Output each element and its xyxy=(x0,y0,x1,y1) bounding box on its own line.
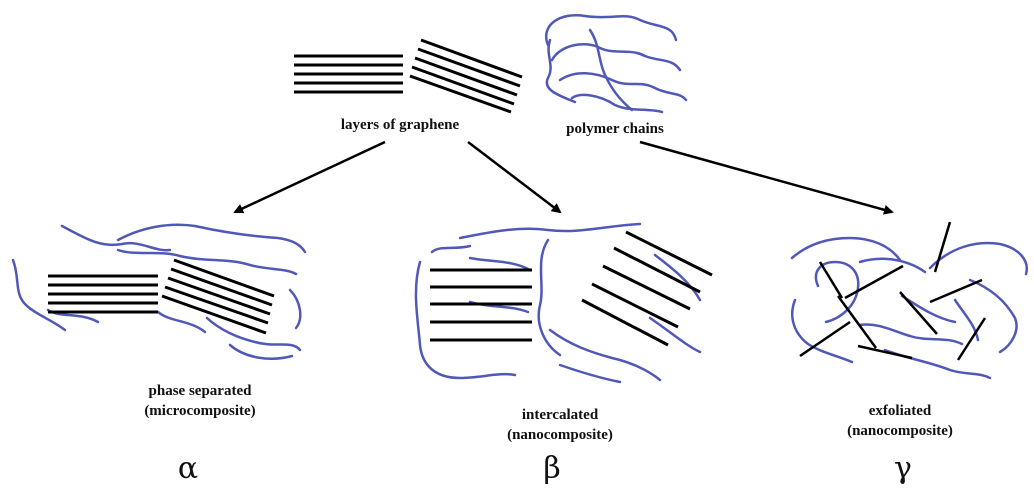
beta-label-line2: (nanocomposite) xyxy=(480,426,640,445)
gamma-label-line2: (nanocomposite) xyxy=(820,422,980,441)
alpha-label-line2: (microcomposite) xyxy=(110,402,290,421)
label-polymer-chains: polymer chains xyxy=(540,120,690,139)
arrow-to-beta xyxy=(468,142,560,212)
gamma-graphene-sheets xyxy=(800,222,985,360)
graphene-stack-horizontal xyxy=(294,56,403,92)
label-layers-of-graphene: layers of graphene xyxy=(300,116,500,135)
arrow-to-gamma xyxy=(640,142,892,212)
greek-gamma: γ xyxy=(873,452,933,486)
graphene-stack-tilted xyxy=(410,40,522,112)
gamma-label-line1: exfoliated xyxy=(830,402,970,421)
alpha-label-line1: phase separated xyxy=(110,382,290,401)
beta-graphene-tilted xyxy=(582,232,712,345)
alpha-graphene-horizontal xyxy=(48,276,158,312)
beta-label-line1: intercalated xyxy=(490,406,630,425)
greek-alpha: α xyxy=(158,452,218,486)
greek-beta: β xyxy=(522,452,582,486)
arrows xyxy=(235,142,892,212)
beta-graphene-horizontal xyxy=(430,270,532,340)
polymer-chains-top xyxy=(546,15,686,112)
arrow-to-alpha xyxy=(235,142,385,212)
